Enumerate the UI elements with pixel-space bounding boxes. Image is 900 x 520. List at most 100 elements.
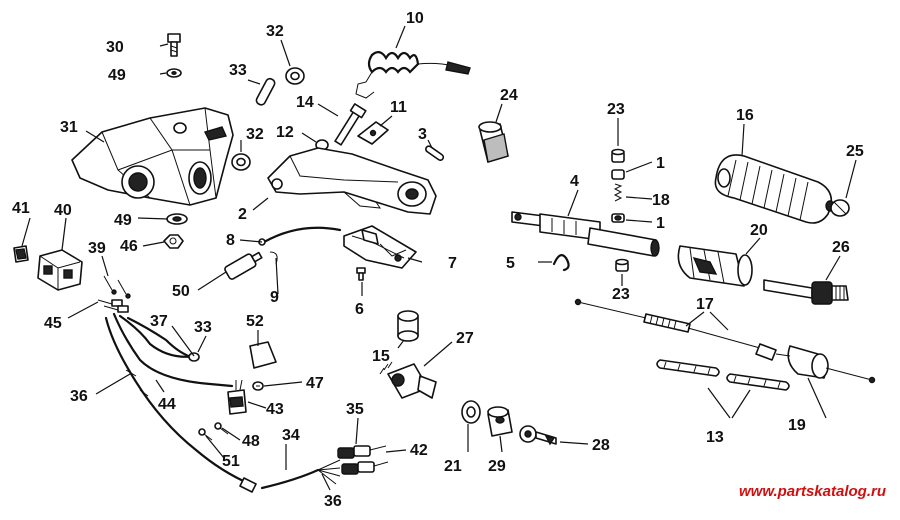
callout-28: 28 xyxy=(592,437,610,454)
callout-3: 3 xyxy=(418,126,427,143)
callout-numbers: 30 49 32 33 10 14 11 31 12 32 3 24 23 16… xyxy=(12,10,864,510)
part-41-connector xyxy=(13,245,29,263)
part-11-clip xyxy=(357,121,389,145)
callout-1-top: 1 xyxy=(656,155,665,172)
callout-42: 42 xyxy=(410,442,428,459)
part-30-screw xyxy=(167,33,181,57)
part-19-cylinder xyxy=(775,345,876,384)
callout-23-bottom: 23 xyxy=(612,286,630,303)
part-23-cap-bottom xyxy=(615,258,629,272)
part-3-pin xyxy=(425,145,445,161)
callout-45: 45 xyxy=(44,315,62,332)
part-18-spring xyxy=(613,183,623,202)
callout-9: 9 xyxy=(270,289,279,306)
part-44-harness xyxy=(104,312,257,493)
part-20-cam xyxy=(677,245,753,287)
part-31-housing xyxy=(71,107,234,206)
callout-18: 18 xyxy=(652,192,670,209)
callout-50: 50 xyxy=(172,283,190,300)
part-46-nut xyxy=(163,234,184,249)
callout-39: 39 xyxy=(88,240,106,257)
part-33-pin xyxy=(255,77,276,106)
part-17-cable xyxy=(574,298,777,361)
callout-6: 6 xyxy=(355,301,364,318)
part-13-sleeve-right xyxy=(726,373,790,391)
callout-2: 2 xyxy=(238,206,247,223)
part-27-switch xyxy=(379,361,437,399)
callout-31: 31 xyxy=(60,119,78,136)
callout-4: 4 xyxy=(570,173,579,190)
part-7-bracket xyxy=(343,225,417,269)
callout-10: 10 xyxy=(406,10,424,27)
callout-7: 7 xyxy=(448,255,457,272)
part-52-plate xyxy=(249,341,277,369)
part-35-connector xyxy=(317,445,389,485)
callout-44: 44 xyxy=(158,396,176,413)
part-43-switch xyxy=(227,379,247,415)
callout-29: 29 xyxy=(488,458,506,475)
part-1-bushing-top xyxy=(611,169,625,180)
callout-23-top: 23 xyxy=(607,101,625,118)
callout-27: 27 xyxy=(456,330,474,347)
part-40-block xyxy=(37,249,83,291)
callout-32-top: 32 xyxy=(266,23,284,40)
part-23-cap-top xyxy=(611,148,625,163)
part-29-nut xyxy=(487,406,513,437)
callout-36-bottom: 36 xyxy=(324,493,342,510)
part-28-key xyxy=(519,425,557,446)
callout-33-low: 33 xyxy=(194,319,212,336)
callout-43: 43 xyxy=(266,401,284,418)
callout-52: 52 xyxy=(246,313,264,330)
part-48-screw xyxy=(214,422,229,435)
part-24-sleeve xyxy=(478,121,509,163)
callout-51: 51 xyxy=(222,453,240,470)
part-26-switch xyxy=(763,279,849,305)
callout-1-bottom: 1 xyxy=(656,215,665,232)
callout-47: 47 xyxy=(306,375,324,392)
callout-13: 13 xyxy=(706,429,724,446)
callout-5: 5 xyxy=(506,255,515,272)
part-4-throttle-shaft xyxy=(511,211,660,257)
part-47-screw xyxy=(252,381,264,391)
part-45-terminal xyxy=(97,299,129,313)
callout-35: 35 xyxy=(346,401,364,418)
part-10-lanyard xyxy=(355,51,471,99)
part-51-screw xyxy=(198,428,213,441)
part-14-bolt xyxy=(334,103,367,146)
callout-26: 26 xyxy=(832,239,850,256)
part-50-plug xyxy=(224,251,263,280)
part-15-plug xyxy=(397,310,419,342)
callout-21: 21 xyxy=(444,458,462,475)
callout-11: 11 xyxy=(390,99,407,116)
callout-8: 8 xyxy=(226,232,235,249)
part-34-wire xyxy=(260,468,320,490)
callout-12: 12 xyxy=(276,124,294,141)
callout-20: 20 xyxy=(750,222,768,239)
callout-32-mid: 32 xyxy=(246,126,264,143)
callout-48: 48 xyxy=(242,433,260,450)
callout-49-mid: 49 xyxy=(114,212,132,229)
callout-46: 46 xyxy=(120,238,138,255)
callout-37: 37 xyxy=(150,313,168,330)
callout-24: 24 xyxy=(500,87,518,104)
part-49-washer-hole xyxy=(171,70,177,75)
callout-33-top: 33 xyxy=(229,62,247,79)
callout-49-top: 49 xyxy=(108,67,126,84)
part-1-bushing-bottom xyxy=(611,213,625,223)
callout-30: 30 xyxy=(106,39,124,56)
part-32-washer-mid xyxy=(231,153,251,171)
part-25-cap xyxy=(830,199,850,217)
callout-34: 34 xyxy=(282,427,300,444)
part-16-grip xyxy=(714,154,835,224)
leader-lines xyxy=(21,25,857,491)
part-8-wire xyxy=(258,226,342,265)
watermark-text: www.partskatalog.ru xyxy=(739,483,886,500)
part-21-washer xyxy=(461,400,481,424)
part-49-washer-mid xyxy=(166,213,188,225)
callout-25: 25 xyxy=(846,143,864,160)
callout-16: 16 xyxy=(736,107,754,124)
callout-40: 40 xyxy=(54,202,72,219)
part-2-tiller-arm xyxy=(267,147,437,215)
part-13-sleeve-left xyxy=(656,359,720,377)
callout-41: 41 xyxy=(12,200,30,217)
